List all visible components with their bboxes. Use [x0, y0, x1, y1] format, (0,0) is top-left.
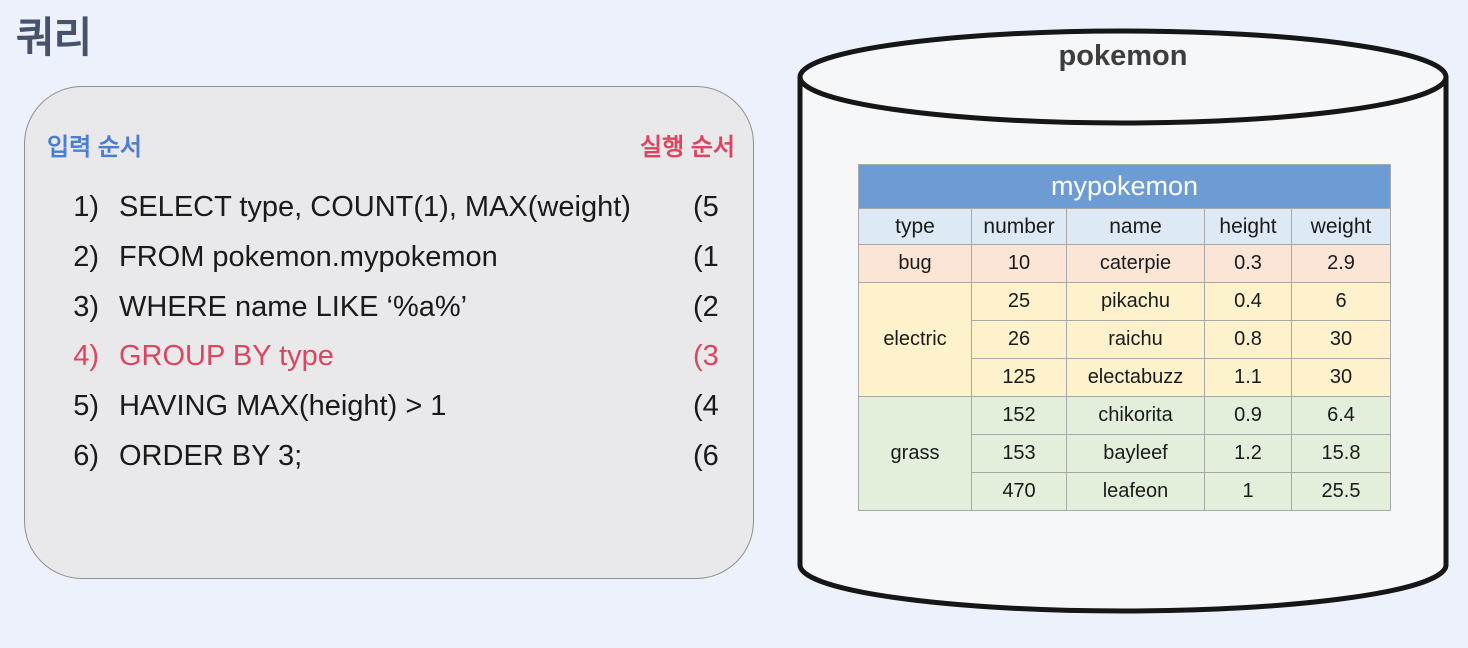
table-cell: bayleef — [1066, 434, 1205, 473]
query-line-number: 5) — [73, 390, 99, 423]
query-exec-order: (1 — [693, 241, 719, 274]
page-title: 쿼리 — [16, 14, 92, 61]
type-group-cell: grass — [858, 396, 972, 511]
query-exec-order: (4 — [693, 390, 719, 423]
table-cell: 30 — [1290, 320, 1392, 359]
query-line-text: FROM pokemon.mypokemon — [119, 241, 498, 274]
table-title-row: mypokemon — [857, 164, 1392, 209]
query-line-number: 3) — [73, 290, 99, 323]
table-cell: pikachu — [1066, 282, 1205, 321]
table-title-cell: mypokemon — [857, 164, 1392, 209]
table-cell: leafeon — [1066, 472, 1205, 511]
input-order-label: 입력 순서 — [47, 134, 142, 161]
query-row: 5) HAVING MAX(height) > 1 (4 — [25, 382, 753, 432]
table-cell: 1 — [1204, 472, 1292, 511]
table-cell: 0.8 — [1204, 320, 1292, 359]
table-cell: 15.8 — [1290, 434, 1392, 473]
query-panel: 입력 순서 실행 순서 1) SELECT type, COUNT(1), MA… — [24, 86, 754, 579]
query-line-text: GROUP BY type — [119, 340, 334, 373]
query-line-number: 4) — [73, 340, 99, 373]
column-header: weight — [1290, 208, 1392, 245]
exec-order-label: 실행 순서 — [640, 134, 735, 161]
column-header: height — [1204, 208, 1292, 245]
query-line-text: SELECT type, COUNT(1), MAX(weight) — [119, 191, 631, 224]
table-cell: electabuzz — [1066, 358, 1205, 397]
table-cell: 0.4 — [1204, 282, 1292, 321]
table-cell: 470 — [971, 472, 1067, 511]
column-header: type — [858, 208, 972, 245]
table-cell: 30 — [1290, 358, 1392, 397]
query-line-text: ORDER BY 3; — [119, 439, 303, 472]
column-header: number — [971, 208, 1067, 245]
query-row: 1) SELECT type, COUNT(1), MAX(weight) (5 — [25, 183, 753, 233]
cylinder-top — [797, 28, 1449, 126]
table-cell: chikorita — [1066, 396, 1205, 435]
query-line-text: WHERE name LIKE ‘%a%’ — [119, 290, 468, 323]
query-line-number: 6) — [73, 439, 99, 472]
query-line-number: 2) — [73, 241, 99, 274]
query-row: 3) WHERE name LIKE ‘%a%’ (2 — [25, 282, 753, 332]
query-exec-order: (6 — [693, 439, 719, 472]
query-line-text: HAVING MAX(height) > 1 — [119, 390, 447, 423]
table-cell: 1.2 — [1204, 434, 1292, 473]
table-cell: 125 — [971, 358, 1067, 397]
table-cell: raichu — [1066, 320, 1205, 359]
table-cell: 25 — [971, 282, 1067, 321]
pokemon-table: mypokemon type number name height weight… — [857, 164, 1392, 511]
column-header: name — [1066, 208, 1205, 245]
table-cell: 153 — [971, 434, 1067, 473]
query-row: 6) ORDER BY 3; (6 — [25, 431, 753, 481]
query-exec-order: (5 — [693, 191, 719, 224]
table-cell: 0.9 — [1204, 396, 1292, 435]
table-cell: 6.4 — [1290, 396, 1392, 435]
table-cell: 6 — [1290, 282, 1392, 321]
table-cell: 152 — [971, 396, 1067, 435]
query-lines: 1) SELECT type, COUNT(1), MAX(weight) (5… — [25, 183, 753, 481]
table-cell: 1.1 — [1204, 358, 1292, 397]
type-group-cell: electric — [858, 282, 972, 397]
query-line-number: 1) — [73, 191, 99, 224]
table-cell: 10 — [971, 244, 1067, 283]
query-exec-order: (3 — [693, 340, 719, 373]
table-header-row: type number name height weight — [858, 208, 1392, 245]
query-row: 4) GROUP BY type (3 — [25, 332, 753, 382]
table-cell: caterpie — [1066, 244, 1205, 283]
query-exec-order: (2 — [693, 290, 719, 323]
table-cell: 25.5 — [1290, 472, 1392, 511]
database-name: pokemon — [1058, 40, 1188, 72]
type-group-cell: bug — [858, 244, 972, 283]
table-cell: 26 — [971, 320, 1067, 359]
table-cell: 0.3 — [1204, 244, 1292, 283]
query-row: 2) FROM pokemon.mypokemon (1 — [25, 233, 753, 283]
table-cell: 2.9 — [1290, 244, 1392, 283]
